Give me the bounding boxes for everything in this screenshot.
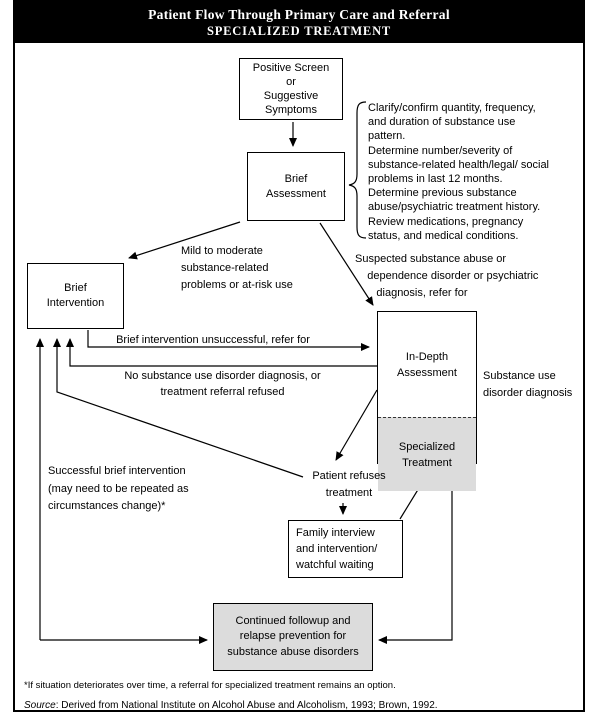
node-continued-followup: Continued followup and relapse preventio… [213, 603, 373, 671]
page-title: Patient Flow Through Primary Care and Re… [148, 7, 450, 22]
label-mild-moderate: Mild to moderate substance-related probl… [181, 245, 293, 291]
node-positive-screen: Positive Screen or Suggestive Symptoms [239, 58, 343, 120]
label-suspected-abuse: Suspected substance abuse or dependence … [355, 253, 539, 299]
title-band: Patient Flow Through Primary Care and Re… [13, 0, 585, 43]
node-indepth-assessment: In-Depth Assessment [397, 350, 457, 379]
node-family-interview: Family interview and intervention/ watch… [288, 520, 403, 578]
label-assessment-criteria: Clarify/confirm quantity, frequency, and… [368, 102, 550, 242]
source-label: Source [24, 700, 56, 711]
node-brief-intervention: Brief Intervention [27, 263, 124, 329]
label-successful-brief: Successful brief intervention (may need … [48, 465, 189, 512]
label-patient-refuses: Patient refuses treatment [312, 470, 386, 499]
label-brief-unsuccessful: Brief intervention unsuccessful, refer f… [116, 334, 310, 346]
node-indepth-specialized: In-Depth Assessment Specialized Treatmen… [377, 311, 477, 491]
node-specialized-treatment: Specialized Treatment [378, 417, 476, 491]
footnote-asterisk: *If situation deteriorates over time, a … [24, 680, 396, 691]
label-no-diagnosis: No substance use disorder diagnosis, or … [124, 370, 321, 398]
page-subtitle: SPECIALIZED TREATMENT [206, 24, 392, 38]
source-text: : Derived from National Institute on Alc… [55, 700, 438, 711]
footnote-source: Source: Derived from National Institute … [24, 700, 574, 711]
node-brief-assessment: Brief Assessment [247, 152, 345, 221]
label-substance-diagnosis: Substance use disorder diagnosis [483, 370, 573, 399]
